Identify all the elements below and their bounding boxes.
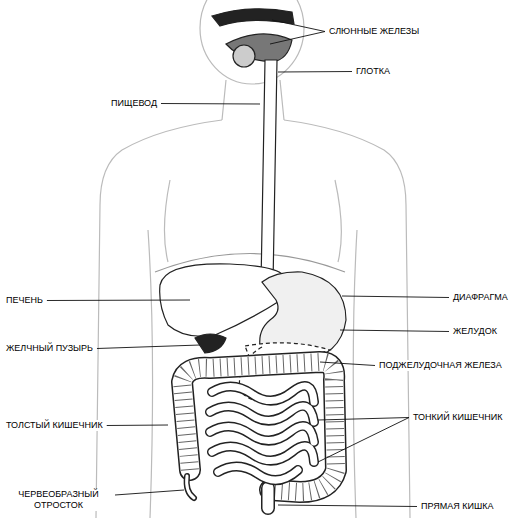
organ-label: ЖЕЛЧНЫЙ ПУЗЫРЬ (5, 343, 94, 354)
gallbladder (195, 334, 226, 353)
leader-line (272, 20, 325, 32)
leader-line (161, 103, 260, 105)
leader-line (97, 345, 200, 349)
esophagus (261, 60, 277, 284)
leader-line (318, 418, 409, 421)
organ-label: ПИЩЕВОД (110, 98, 158, 109)
nasal-cavity (212, 9, 294, 26)
organ-label: ТОНКИЙ КИШЕЧНИК (412, 412, 503, 423)
leader-line (115, 490, 184, 495)
organ-label: СЛЮННЫЕ ЖЕЛЕЗЫ (328, 26, 420, 37)
leader-line (278, 71, 352, 73)
organ-label: ТОЛСТЫЙ КИШЕЧНИК (5, 420, 104, 431)
large-intestine (182, 362, 336, 508)
leader-line (107, 425, 168, 427)
organ-label: ЧЕРВЕОБРАЗНЫЙ ОТРОСТОК (5, 489, 112, 511)
leader-line (320, 362, 375, 366)
organ-label: ГЛОТКА (355, 66, 391, 77)
body-silhouette (96, 0, 410, 518)
organ-label: ПОДЖЕЛУДОЧНАЯ ЖЕЛЕЗА (378, 360, 503, 371)
leader-line (318, 418, 409, 463)
leader-line (342, 296, 449, 298)
organ-label: ПЕЧЕНЬ (5, 295, 44, 306)
leader-line (47, 300, 190, 302)
organ-label: ПРЯМАЯ КИШКА (420, 501, 494, 512)
small-intestine (210, 386, 314, 480)
organ-label: ЖЕЛУДОК (452, 326, 498, 337)
organs (160, 9, 346, 401)
leader-line (270, 32, 325, 45)
salivary-gland (233, 45, 255, 67)
organ-label: ДИАФРАГМА (452, 292, 509, 303)
leader-line (340, 330, 449, 332)
leader-line (278, 505, 417, 507)
